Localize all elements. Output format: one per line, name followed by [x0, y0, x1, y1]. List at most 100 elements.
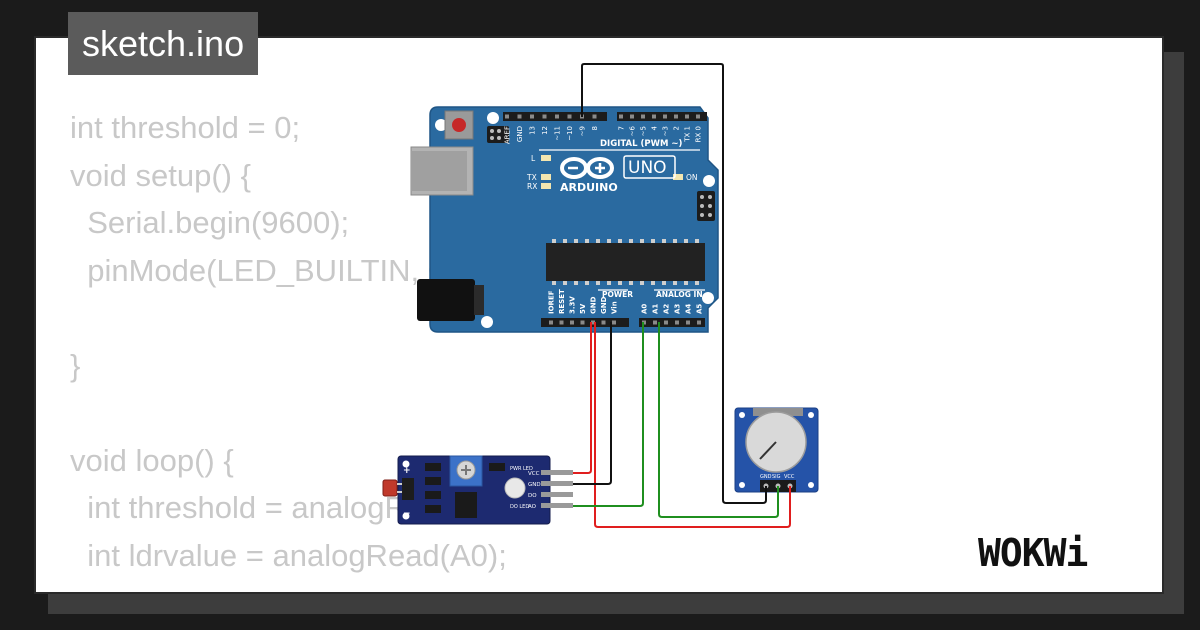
wire-green[interactable]	[573, 322, 644, 507]
uno-label: UNO	[628, 158, 667, 178]
chip-leg	[662, 239, 666, 243]
wire-green[interactable]	[658, 322, 779, 518]
icsp-header-right	[697, 191, 715, 221]
digital-pin-label: ~11	[554, 126, 562, 141]
header-pin[interactable]	[619, 114, 623, 119]
digital-pin-label: 7	[618, 126, 626, 130]
chip-leg	[695, 281, 699, 285]
header-pin[interactable]	[696, 114, 700, 119]
plus-label: +	[403, 466, 411, 476]
chip-leg	[673, 239, 677, 243]
analog-pin-label: A4	[685, 304, 693, 314]
digital-pin-label: ~5	[640, 126, 648, 136]
header-pin[interactable]	[686, 320, 690, 325]
wire-black[interactable]	[581, 63, 767, 504]
led-label: RX	[527, 182, 537, 191]
header-pin[interactable]	[641, 114, 645, 119]
header-pin[interactable]	[555, 114, 559, 119]
code-line: int ldrvalue = analogRead(A0);	[70, 537, 507, 573]
power-pin-label: 5V	[579, 303, 587, 314]
chip-leg	[563, 281, 567, 285]
ldr-sensor-module[interactable]: + − PWR LED DO LED VCC GND DO AO	[382, 455, 573, 525]
status-leds: L TX RX ON	[526, 154, 698, 191]
header-pin[interactable]	[697, 320, 701, 325]
header-pin[interactable]	[530, 114, 534, 119]
digital-pin-label: 8	[591, 126, 599, 130]
power-pin-label: GND	[600, 296, 608, 314]
power-jack-back	[474, 285, 484, 315]
header-pin[interactable]	[591, 320, 595, 325]
chip-leg	[618, 239, 622, 243]
analog-pin-label: A1	[652, 304, 660, 314]
mounting-hole	[703, 175, 715, 187]
wire-red[interactable]	[594, 322, 791, 528]
digital-pin-label: GND	[516, 126, 524, 142]
chip-leg	[651, 239, 655, 243]
pin-label: SIG	[772, 474, 781, 480]
ldr-pin-header	[541, 470, 573, 508]
header-pin[interactable]	[505, 114, 509, 119]
header-pin[interactable]	[567, 114, 572, 119]
wokwi-logo-text: WOKWi	[978, 531, 1088, 575]
header-pin[interactable]	[663, 114, 667, 119]
digital-pin-label: 2	[673, 126, 681, 130]
chip-leg	[629, 281, 633, 285]
header-pin[interactable]	[674, 114, 678, 119]
header-pin[interactable]	[685, 114, 689, 119]
led-label: TX	[526, 173, 537, 182]
chip-leg	[618, 281, 622, 285]
analog-pin-label: A0	[641, 304, 649, 314]
header-pin[interactable]	[517, 114, 522, 119]
header-pin[interactable]	[664, 320, 668, 325]
potentiometer-module[interactable]: GND SIG VCC	[734, 407, 819, 493]
code-line: Serial.begin(9600);	[70, 205, 350, 240]
reset-button-cap[interactable]	[452, 118, 466, 132]
wokwi-logo[interactable]: WOKWi	[976, 526, 1148, 576]
header-pin[interactable]	[559, 320, 564, 325]
digital-pin-label: ~10	[566, 126, 574, 141]
file-name-tab: sketch.ino	[68, 12, 259, 75]
power-pin-label: IOREF	[548, 290, 556, 314]
header-pin[interactable]	[630, 114, 634, 119]
chip-leg	[684, 281, 688, 285]
header-pin[interactable]	[675, 320, 679, 325]
do-led-label: DO LED	[510, 504, 529, 510]
pin-label: VCC	[784, 474, 795, 480]
power-jack	[417, 279, 475, 321]
led-label: L	[531, 154, 536, 163]
header-pin[interactable]	[542, 114, 547, 119]
header-pin[interactable]	[549, 320, 553, 325]
wire-black[interactable]	[573, 322, 612, 485]
header-pin[interactable]	[592, 114, 597, 119]
chip-leg	[629, 239, 633, 243]
chip-leg	[640, 281, 644, 285]
mounting-hole	[435, 119, 447, 131]
header-pin[interactable]	[653, 320, 657, 325]
wires	[573, 63, 791, 528]
wire-red[interactable]	[573, 322, 592, 474]
digital-pin-label: ~3	[662, 126, 670, 136]
chip-leg	[552, 281, 556, 285]
power-pin-label: Vin	[611, 301, 619, 314]
pot-pin-labels: GND SIG VCC	[760, 474, 795, 480]
digital-pin-label: ~6	[629, 125, 637, 136]
header-pin[interactable]	[570, 320, 574, 325]
header-pin[interactable]	[612, 320, 616, 325]
header-pin[interactable]	[580, 320, 585, 325]
header-pin[interactable]	[601, 320, 606, 325]
digital-pin-label: ~9	[579, 126, 587, 136]
header-pin[interactable]	[652, 114, 656, 119]
digital-pin-label: 12	[541, 126, 549, 135]
analog-pin-label: A5	[696, 304, 704, 314]
pin-label: GND	[528, 482, 541, 488]
chip-leg	[574, 239, 578, 243]
power-pin-label: 3.3V	[569, 296, 577, 314]
chip-leg	[585, 281, 589, 285]
code-line: }	[70, 347, 81, 383]
analog-pin-label: A2	[663, 304, 671, 314]
power-analog-pins	[549, 320, 701, 325]
digital-pin-label: 13	[529, 126, 537, 135]
